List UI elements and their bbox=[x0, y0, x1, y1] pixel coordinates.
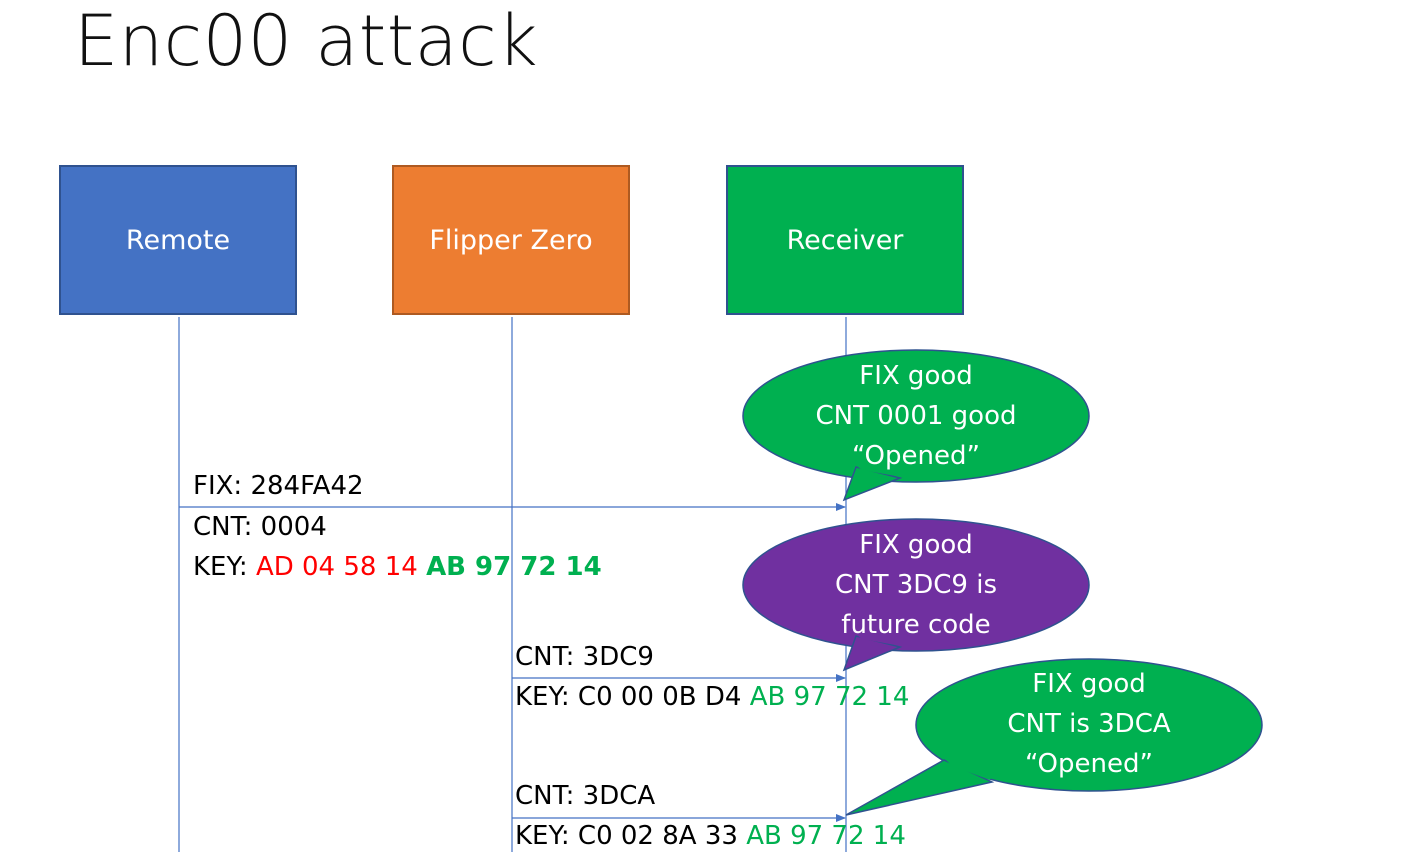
receiver-box: Receiver bbox=[726, 165, 964, 315]
slide-title: Enc00 attack bbox=[74, 0, 539, 82]
message2-key-prefix: KEY: C0 00 0B D4 bbox=[515, 682, 750, 712]
bubble-3-line-1: FIX good bbox=[1032, 669, 1146, 699]
bubble-3-text: FIX good CNT is 3DCA “Opened” bbox=[916, 664, 1262, 784]
speech-bubble-3 bbox=[845, 658, 1263, 816]
message1-key-green: AB 97 72 14 bbox=[426, 552, 602, 582]
message1-key-red: AD 04 58 14 bbox=[255, 552, 418, 582]
message1-cnt: CNT: 0004 bbox=[193, 512, 327, 542]
bubble-2-line-3: future code bbox=[841, 610, 991, 640]
bubble-1-line-2: CNT 0001 good bbox=[815, 401, 1017, 431]
message3-key: KEY: C0 02 8A 33 AB 97 72 14 bbox=[515, 821, 906, 851]
bubble-1-line-3: “Opened” bbox=[852, 441, 980, 471]
message3-cnt: CNT: 3DCA bbox=[515, 781, 656, 811]
bubble-2-line-2: CNT 3DC9 is bbox=[834, 570, 998, 600]
message3-key-prefix: KEY: C0 02 8A 33 bbox=[515, 821, 747, 851]
speech-bubble-2 bbox=[742, 518, 1090, 672]
receiver-label: Receiver bbox=[786, 224, 904, 256]
bubble-1-text: FIX good CNT 0001 good “Opened” bbox=[743, 356, 1089, 476]
speech-bubble-1 bbox=[742, 349, 1090, 502]
flipper-zero-label: Flipper Zero bbox=[429, 224, 593, 256]
bubble-1-line-1: FIX good bbox=[859, 361, 973, 391]
message2-key-green: AB 97 72 14 bbox=[749, 682, 910, 712]
message2-cnt: CNT: 3DC9 bbox=[515, 642, 654, 672]
message1-key-prefix: KEY: bbox=[193, 552, 256, 582]
remote-label: Remote bbox=[125, 224, 231, 256]
message1-fix: FIX: 284FA42 bbox=[193, 471, 364, 501]
flipper-zero-box: Flipper Zero bbox=[392, 165, 630, 315]
bubble-3-line-3: “Opened” bbox=[1025, 749, 1153, 779]
bubble-2-line-1: FIX good bbox=[859, 530, 973, 560]
remote-box: Remote bbox=[59, 165, 297, 315]
bubble-3-line-2: CNT is 3DCA bbox=[1007, 709, 1171, 739]
message1-key: KEY: AD 04 58 14 AB 97 72 14 bbox=[193, 552, 602, 582]
message3-key-green: AB 97 72 14 bbox=[746, 821, 906, 851]
message2-key: KEY: C0 00 0B D4 AB 97 72 14 bbox=[515, 682, 909, 712]
bubble-2-text: FIX good CNT 3DC9 is future code bbox=[743, 525, 1089, 645]
